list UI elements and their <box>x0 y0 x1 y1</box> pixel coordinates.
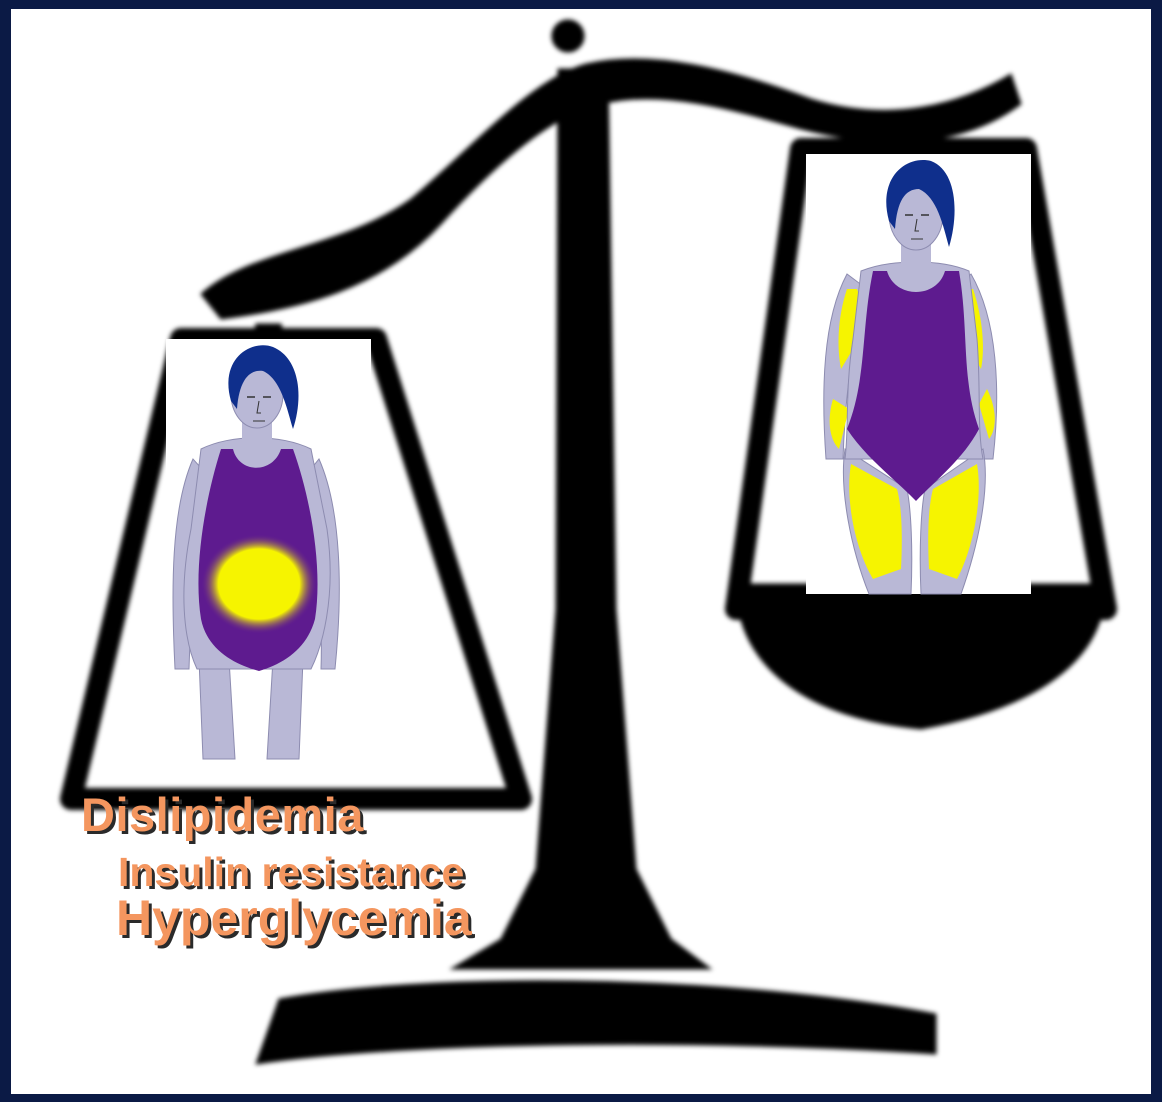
label-hyperglycemia: Hyperglycemia <box>116 889 472 947</box>
label-dislipidemia: Dislipidemia <box>81 787 364 842</box>
apple-shaped-woman-icon <box>166 339 371 764</box>
pear-shaped-woman-icon <box>806 154 1031 594</box>
slide: Dislipidemia Insulin resistance Hypergly… <box>11 9 1151 1094</box>
